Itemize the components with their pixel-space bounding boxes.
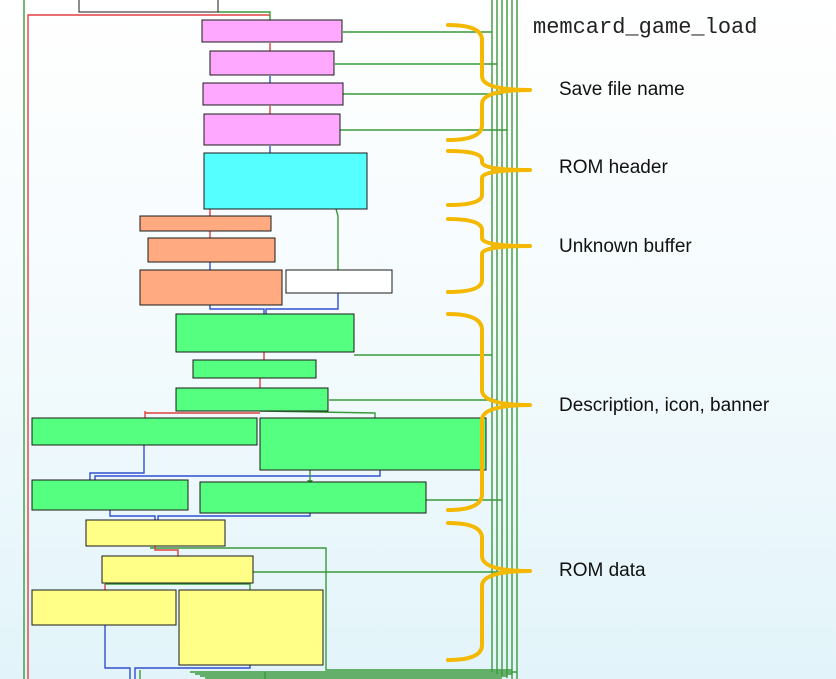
section-label-description-icon-banner: Description, icon, banner bbox=[559, 395, 770, 416]
code-block bbox=[85, 519, 226, 547]
code-block bbox=[31, 479, 189, 511]
function-title: memcard_game_load bbox=[533, 15, 758, 40]
brace-description-icon-banner bbox=[446, 312, 532, 512]
code-block bbox=[203, 113, 341, 146]
code-block bbox=[202, 82, 344, 106]
code-block bbox=[175, 387, 329, 412]
code-block bbox=[209, 50, 335, 76]
code-block bbox=[175, 313, 355, 353]
edge-exit-left bbox=[27, 14, 270, 679]
code-block bbox=[199, 481, 427, 514]
block-group-rom-data bbox=[31, 519, 324, 666]
section-label-save-file-name: Save file name bbox=[559, 79, 685, 100]
code-block bbox=[147, 237, 276, 263]
section-label-rom-data: ROM data bbox=[559, 560, 646, 581]
code-block bbox=[31, 417, 258, 446]
code-block-rom-header bbox=[203, 152, 368, 210]
brace-unknown-buffer bbox=[446, 217, 532, 294]
brace-rom-data bbox=[446, 521, 532, 662]
code-block bbox=[31, 589, 177, 626]
code-block bbox=[259, 417, 487, 471]
section-label-rom-header: ROM header bbox=[559, 157, 668, 178]
code-block bbox=[201, 19, 343, 43]
brace-rom-header bbox=[446, 149, 532, 207]
code-block bbox=[139, 215, 272, 232]
block-group-description-icon-banner bbox=[31, 313, 487, 514]
block-group-save-file-name bbox=[201, 19, 344, 146]
code-block-entry bbox=[78, 0, 219, 13]
code-block bbox=[178, 589, 324, 666]
brace-save-file-name bbox=[446, 23, 532, 142]
section-label-unknown-buffer: Unknown buffer bbox=[559, 236, 692, 257]
code-block bbox=[139, 269, 283, 306]
code-block bbox=[192, 359, 317, 379]
block-group-unknown-buffer bbox=[139, 215, 393, 306]
code-block bbox=[101, 555, 254, 584]
code-block-plain bbox=[285, 269, 393, 294]
